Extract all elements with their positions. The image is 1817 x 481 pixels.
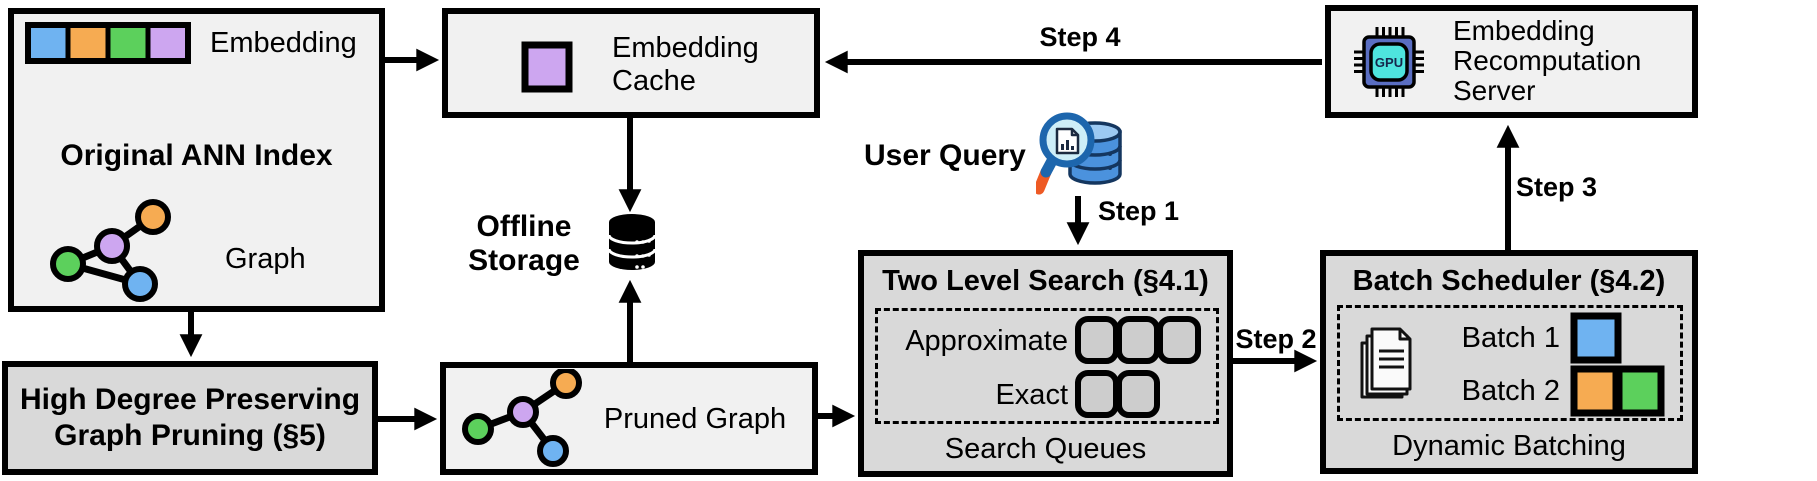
two-level-search-box: Two Level Search (§4.1) Approximate Exac… (858, 250, 1233, 477)
step2-label: Step 2 (1235, 324, 1317, 354)
exact-label: Exact (995, 379, 1068, 411)
graph-node-blue (122, 266, 158, 302)
recomputation-server-box: GPU Embedding Recomputation Server (1325, 5, 1698, 118)
pruned-graph-icon (462, 369, 582, 467)
pruned-node-orange (550, 369, 582, 399)
pruned-node-purple (507, 396, 539, 428)
offline-storage-label: Offline Storage (468, 210, 580, 277)
recomputation-server-label: Embedding Recomputation Server (1453, 15, 1642, 106)
two-level-search-title: Two Level Search (§4.1) (882, 265, 1209, 297)
user-query-label: User Query (864, 139, 1026, 172)
batch2-embedding-icon (1570, 365, 1665, 417)
original-ann-index-box: Embedding Original ANN Index Graph (8, 8, 385, 312)
embedding-cell-purple (145, 22, 191, 64)
search-queues-panel: Approximate Exact (875, 308, 1219, 424)
pruned-node-blue (537, 435, 569, 467)
queue-slot (1157, 316, 1201, 364)
batch2-square-green (1615, 365, 1665, 417)
database-storage-icon (607, 214, 657, 270)
dynamic-batching-label: Dynamic Batching (1392, 430, 1626, 462)
queue-slot (1116, 370, 1160, 418)
embedding-vector-frame (25, 22, 191, 64)
gpu-chip-icon: GPU (1354, 27, 1424, 97)
queue-slot (1075, 370, 1119, 418)
graph-icon (50, 199, 171, 302)
embedding-cell-green (105, 22, 151, 64)
embedding-cache-box: Embedding Cache (442, 8, 820, 118)
embedding-vector-icon (25, 22, 191, 64)
pruned-graph-box: Pruned Graph (440, 362, 818, 475)
graph-node-orange (135, 199, 171, 235)
graph-node-purple (94, 228, 130, 264)
embedding-label: Embedding (210, 27, 357, 59)
graph-pruning-title-line1: High Degree Preserving (19, 383, 361, 416)
batch-scheduler-title: Batch Scheduler (§4.2) (1352, 265, 1666, 297)
queue-slot (1116, 316, 1160, 364)
pruned-graph-label: Pruned Graph (603, 403, 787, 435)
gpu-icon-text: GPU (1375, 55, 1403, 70)
queue-slot (1075, 316, 1119, 364)
embedding-cell-blue (25, 22, 71, 64)
dynamic-batching-panel: Batch 1 Batch 2 (1337, 305, 1683, 421)
batch-scheduler-box: Batch Scheduler (§4.2) Batch 1 Ba (1320, 250, 1698, 474)
batch2-label: Batch 2 (1461, 375, 1560, 407)
graph-pruning-title-line2: Graph Pruning (§5) (54, 419, 326, 452)
batch1-embedding-icon (1570, 312, 1622, 364)
pruned-node-green (462, 413, 494, 445)
embedding-cell-orange (65, 22, 111, 64)
cached-embedding-square (521, 41, 573, 93)
graph-label: Graph (225, 243, 306, 275)
embedding-cache-label: Embedding Cache (612, 32, 759, 97)
step4-label: Step 4 (1039, 22, 1121, 52)
exact-queue-icons (1075, 370, 1160, 418)
approximate-label: Approximate (905, 325, 1068, 357)
gpu-chip-screen (1369, 42, 1409, 82)
search-queues-label: Search Queues (944, 433, 1147, 465)
step1-label: Step 1 (1098, 196, 1180, 226)
batch2-square-orange (1570, 365, 1620, 417)
graph-node-green (50, 246, 86, 282)
ann-index-title: Original ANN Index (60, 139, 333, 172)
step3-label: Step 3 (1516, 172, 1598, 202)
document-stack-icon (1360, 327, 1412, 399)
approximate-queue-icons (1075, 316, 1201, 364)
batch1-square-blue (1570, 312, 1622, 364)
user-query-icon (1036, 112, 1122, 195)
cached-embedding-square-icon (521, 41, 573, 93)
magnifier-icon (1036, 112, 1095, 195)
graph-pruning-box: High Degree Preserving Graph Pruning (§5… (2, 361, 378, 475)
batch1-label: Batch 1 (1461, 322, 1560, 354)
